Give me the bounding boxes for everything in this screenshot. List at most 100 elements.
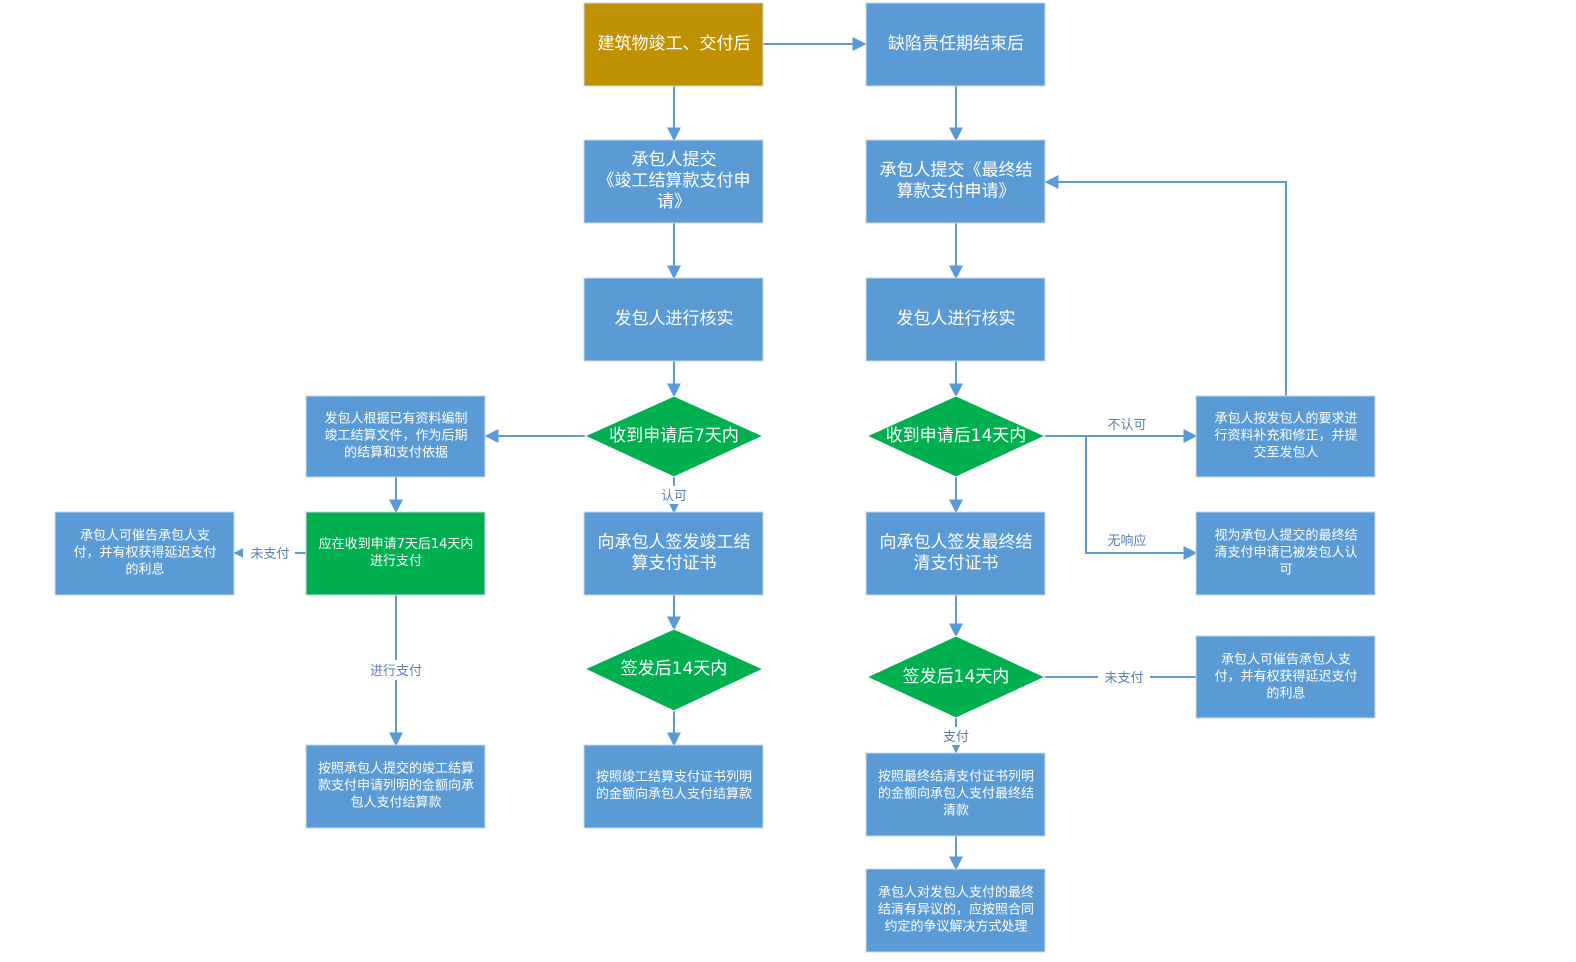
decision-14days — [865, 395, 1047, 478]
urge-right-label: 承包人可催告承包人支付，并有权获得延迟支付的利息 — [1214, 653, 1357, 702]
supplement-label: 承包人按发包人的要求进行资料补充和修正，并提交至发包人 — [1214, 411, 1357, 461]
urge-right-box — [1195, 635, 1376, 719]
submit-comp-line: 请》 — [657, 192, 691, 212]
cert-final-label: 向承包人签发最终结清支付证书 — [880, 533, 1033, 574]
decision-7days — [583, 395, 765, 478]
urge-left-line: 承包人可催告承包人支 — [80, 529, 210, 544]
urge-left-line: 付，并有权获得延迟支付 — [73, 545, 216, 561]
pay-window-line: 应在收到申请7天后14天内 — [319, 536, 474, 552]
pay-final-line: 的金额向承包人支付最终结 — [878, 786, 1034, 802]
pay-window-label: 应在收到申请7天后14天内进行支付 — [319, 536, 474, 569]
connector-dec14-no-response — [1085, 436, 1198, 560]
pay-mid-box — [583, 744, 764, 829]
cert-comp-line: 算支付证书 — [632, 554, 717, 574]
decision-diamonds — [583, 395, 1047, 719]
dispute-box — [865, 868, 1046, 953]
node-labels: 建筑物竣工、交付后 缺陷责任期结束后 承包人提交《竣工结算款支付申请》 承包人提… — [73, 34, 1357, 935]
pay-window-line: 进行支付 — [370, 554, 422, 569]
edge-label-approve: 认可 — [661, 489, 687, 504]
verify-left-label: 发包人进行核实 — [615, 309, 734, 329]
defect-end-box — [865, 2, 1046, 87]
compile-label: 发包人根据已有资料编制竣工结算文件，作为后期的结算和支付依据 — [324, 411, 467, 461]
cert-final-line: 清支付证书 — [914, 554, 999, 574]
process-boxes — [54, 2, 1376, 953]
supplement-line: 行资料补充和修正，并提 — [1214, 428, 1357, 444]
edge-label-not-paid-left: 未支付 — [250, 547, 289, 562]
pay-mid-line: 的金额向承包人支付结算款 — [596, 786, 752, 802]
submit-completion-label: 承包人提交《竣工结算款支付申请》 — [598, 150, 751, 212]
supplement-box — [1195, 395, 1376, 478]
sign14-left-label: 签发后14天内 — [621, 659, 728, 679]
deemed-line: 清支付申请已被发包人认 — [1214, 545, 1357, 561]
connector-supplement-to-submitfinal — [1044, 175, 1287, 396]
pay-final-box — [865, 752, 1046, 837]
urge-right-line: 的利息 — [1266, 686, 1305, 702]
cert-final-box — [865, 511, 1046, 596]
pay-window-box — [305, 511, 486, 596]
edge-label-no-response: 无响应 — [1107, 533, 1146, 549]
supplement-line: 承包人按发包人的要求进 — [1214, 411, 1357, 427]
submit-final-line: 承包人提交《最终结 — [880, 161, 1033, 181]
sign14-right-line: 签发后14天内 — [903, 667, 1010, 687]
edge-label-not-paid-right: 未支付 — [1104, 671, 1143, 686]
sign14-left-line: 签发后14天内 — [621, 659, 728, 679]
pay-final-line: 按照最终结清支付证书列明 — [878, 769, 1034, 785]
dispute-label: 承包人对发包人支付的最终结清有异议的，应按照合同约定的争议解决方式处理 — [878, 885, 1034, 935]
compile-box — [305, 395, 486, 478]
start-line: 建筑物竣工、交付后 — [598, 34, 751, 54]
verify-right-box — [865, 277, 1046, 362]
compile-line: 的结算和支付依据 — [344, 445, 448, 461]
pay-left-line: 包人支付结算款 — [350, 796, 441, 811]
decision-14days-label: 收到申请后14天内 — [886, 426, 1027, 446]
deemed-line: 可 — [1279, 563, 1292, 578]
pay-left-label: 按照承包人提交的竣工结算款支付申请列明的金额向承包人支付结算款 — [318, 761, 474, 811]
submit-completion-box — [583, 139, 764, 224]
dec7-line: 收到申请后7天内 — [609, 426, 739, 446]
start-box — [583, 2, 764, 87]
decision-7days-label: 收到申请后7天内 — [609, 426, 739, 446]
deemed-box — [1195, 511, 1376, 596]
pay-left-line: 款支付申请列明的金额向承 — [318, 778, 474, 794]
cert-comp-line: 向承包人签发竣工结 — [598, 533, 751, 553]
pay-final-line: 清款 — [943, 804, 969, 819]
urge-left-box — [54, 511, 235, 596]
urge-left-label: 承包人可催告承包人支付，并有权获得延迟支付的利息 — [73, 529, 216, 578]
deemed-line: 视为承包人提交的最终结 — [1214, 528, 1357, 544]
compile-line: 发包人根据已有资料编制 — [324, 411, 467, 427]
dispute-line: 结清有异议的，应按照合同 — [878, 902, 1034, 918]
cert-completion-label: 向承包人签发竣工结算支付证书 — [598, 533, 751, 574]
edge-label-make-payment: 进行支付 — [370, 664, 422, 679]
verify-left-box — [583, 277, 764, 362]
cert-final-line: 向承包人签发最终结 — [880, 533, 1033, 553]
pay-left-line: 按照承包人提交的竣工结算 — [318, 761, 474, 777]
decision-sign14-left — [583, 628, 765, 712]
edge-labels: 认可 未支付 进行支付 不认可 无响应 未支付 支付 — [243, 418, 1150, 745]
sign14-right-label: 签发后14天内 — [903, 667, 1010, 687]
dec14-line: 收到申请后14天内 — [886, 426, 1027, 446]
verify-right-label: 发包人进行核实 — [897, 309, 1016, 329]
pay-left-box — [305, 744, 486, 829]
decision-sign14-right — [865, 635, 1047, 719]
dispute-line: 约定的争议解决方式处理 — [884, 919, 1027, 935]
dispute-line: 承包人对发包人支付的最终 — [878, 885, 1034, 901]
supplement-line: 交至发包人 — [1253, 445, 1318, 461]
urge-right-line: 付，并有权获得延迟支付 — [1214, 669, 1357, 685]
pay-final-label: 按照最终结清支付证书列明的金额向承包人支付最终结清款 — [878, 769, 1034, 819]
defect-end-line: 缺陷责任期结束后 — [888, 34, 1024, 54]
start-label: 建筑物竣工、交付后 — [598, 34, 751, 54]
submit-comp-line: 《竣工结算款支付申 — [598, 171, 751, 191]
pay-mid-line: 按照竣工结算支付证书列明 — [596, 770, 752, 785]
compile-line: 竣工结算文件，作为后期 — [324, 429, 467, 444]
urge-left-line: 的利息 — [125, 562, 164, 578]
cert-completion-box — [583, 511, 764, 596]
urge-right-line: 承包人可催告承包人支 — [1221, 653, 1351, 668]
submit-final-label: 承包人提交《最终结算款支付申请》 — [880, 161, 1033, 202]
verify-right-line: 发包人进行核实 — [897, 309, 1016, 329]
submit-comp-line: 承包人提交 — [632, 150, 717, 170]
deemed-label: 视为承包人提交的最终结清支付申请已被发包人认可 — [1214, 528, 1357, 578]
pay-mid-label: 按照竣工结算支付证书列明的金额向承包人支付结算款 — [596, 770, 752, 802]
submit-final-line: 算款支付申请》 — [897, 182, 1016, 202]
verify-left-line: 发包人进行核实 — [615, 309, 734, 329]
submit-final-box — [865, 139, 1046, 224]
